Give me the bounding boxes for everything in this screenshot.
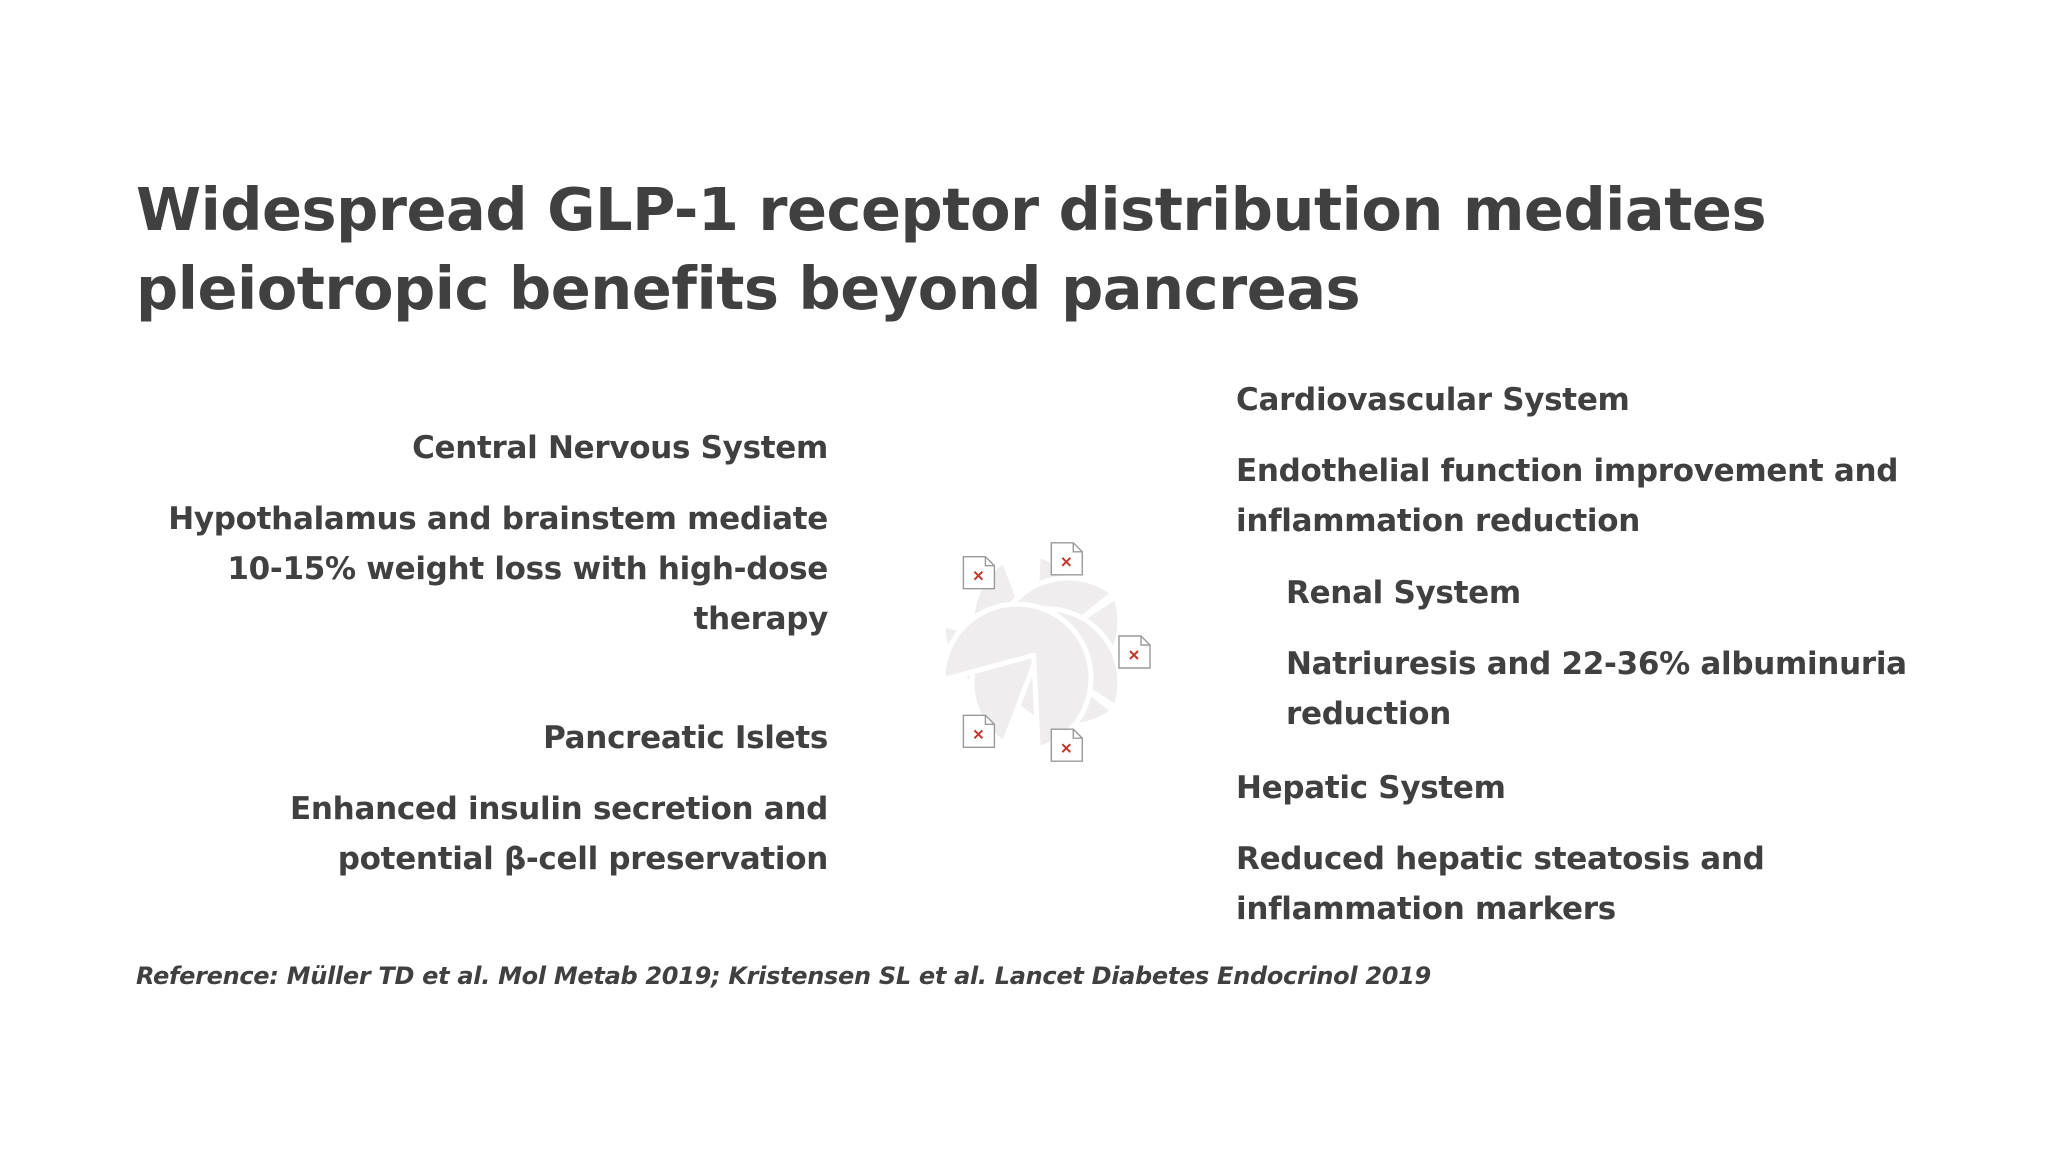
hepatic-description: Reduced hepatic steatosis and inflammati… xyxy=(1236,841,1765,927)
broken-image-icon xyxy=(1118,635,1151,669)
pancreas-heading: Pancreatic Islets xyxy=(543,720,828,756)
cardio-description: Endothelial function improvement and inf… xyxy=(1236,453,1899,539)
petals-group xyxy=(940,552,1123,752)
renal-heading: Renal System xyxy=(1286,575,1521,611)
cardio-block: Cardiovascular System Endothelial functi… xyxy=(1236,380,1916,546)
icons-group xyxy=(962,542,1151,762)
reference-note: Reference: Müller TD et al. Mol Metab 20… xyxy=(136,962,1431,990)
petal-diagram xyxy=(940,542,1151,762)
pancreas-description: Enhanced insulin secretion and potential… xyxy=(290,791,828,877)
broken-image-icon xyxy=(1050,728,1084,762)
renal-block: Renal System Natriuresis and 22-36% albu… xyxy=(1286,573,1926,739)
cardio-heading: Cardiovascular System xyxy=(1236,382,1630,418)
hepatic-block: Hepatic System Reduced hepatic steatosis… xyxy=(1236,768,1916,934)
renal-description: Natriuresis and 22-36% albuminuria reduc… xyxy=(1286,646,1907,732)
broken-image-icon xyxy=(962,555,996,590)
pancreas-block: Pancreatic Islets Enhanced insulin secre… xyxy=(136,718,828,884)
slide-title: Widespread GLP-1 receptor distribution m… xyxy=(136,175,1767,323)
cns-description: Hypothalamus and brainstem mediate 10-15… xyxy=(168,501,828,637)
hepatic-heading: Hepatic System xyxy=(1236,770,1506,806)
broken-image-icon xyxy=(1050,542,1084,576)
broken-image-icon xyxy=(962,714,996,748)
cns-block: Central Nervous System Hypothalamus and … xyxy=(136,428,828,644)
cns-heading: Central Nervous System xyxy=(412,430,828,466)
pancreas-petal xyxy=(940,601,1094,752)
